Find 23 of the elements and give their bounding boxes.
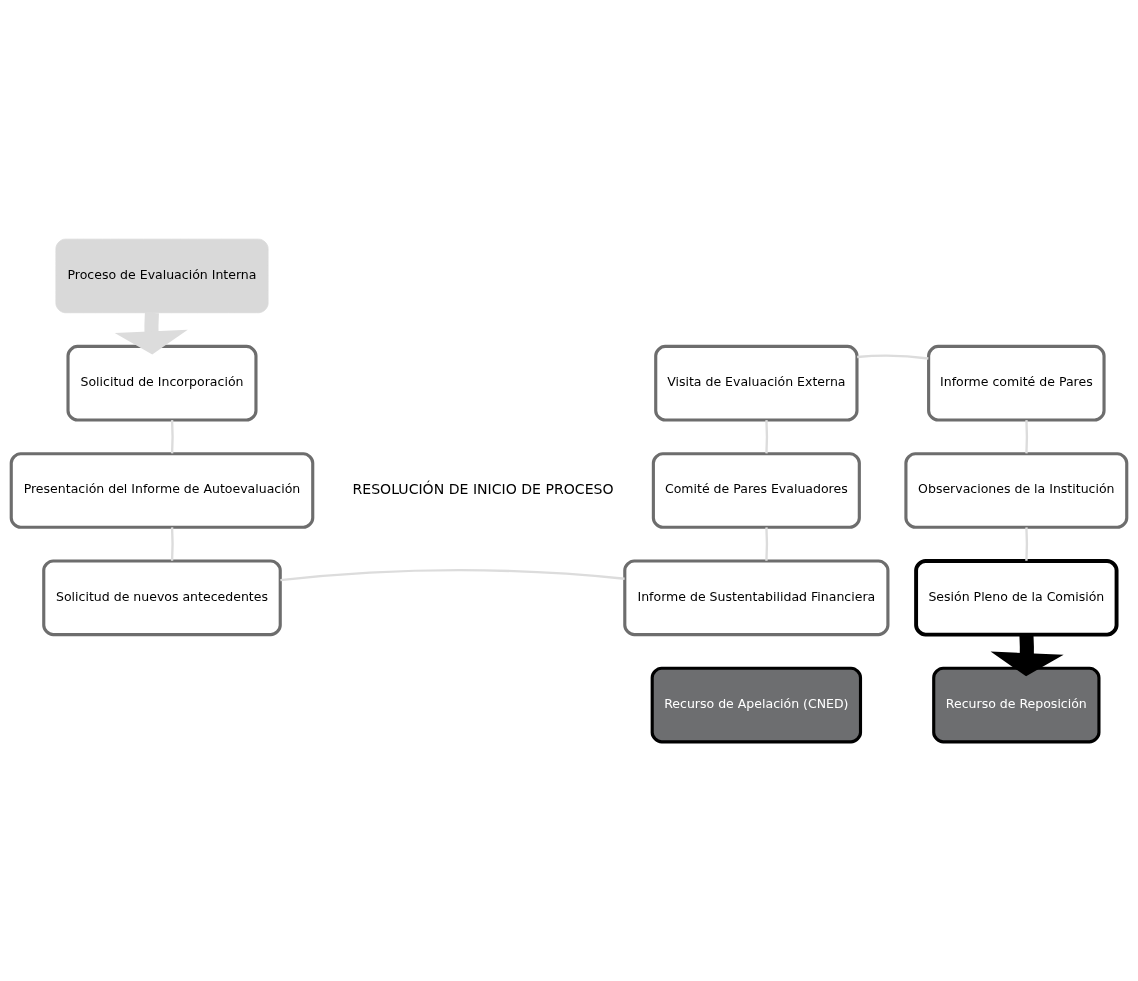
node-box: Observaciones de la Institución bbox=[904, 452, 1129, 529]
connector bbox=[1025, 527, 1029, 561]
node-box: Recurso de Reposición bbox=[932, 666, 1101, 744]
connector bbox=[765, 420, 769, 454]
connector bbox=[280, 569, 625, 582]
node-box: Presentación del Informe de Autoevaluación bbox=[9, 452, 315, 529]
node-box: Proceso de Evaluación Interna bbox=[55, 238, 269, 314]
node-box: Solicitud de Incorporación bbox=[66, 344, 258, 422]
node-box: Solicitud de nuevos antecedentes bbox=[42, 559, 282, 637]
arrow bbox=[990, 634, 1064, 677]
node-box: Sesión Pleno de la Comisión bbox=[914, 559, 1119, 637]
connector bbox=[765, 527, 769, 561]
node-box: Recurso de Apelación (CNED) bbox=[650, 666, 863, 744]
node-box: Informe de Sustentabilidad Financiera bbox=[623, 559, 890, 637]
node-box: Comité de Pares Evaluadores bbox=[651, 452, 861, 529]
label: RESOLUCIÓN DE INICIO DE PROCESO bbox=[352, 480, 614, 497]
connector bbox=[857, 354, 929, 360]
node-box: Informe comité de Pares bbox=[927, 344, 1106, 422]
arrow bbox=[114, 312, 188, 355]
connector bbox=[170, 420, 174, 454]
node-box: Visita de Evaluación Externa bbox=[654, 344, 859, 422]
connector bbox=[1025, 420, 1029, 454]
connector bbox=[170, 527, 174, 561]
